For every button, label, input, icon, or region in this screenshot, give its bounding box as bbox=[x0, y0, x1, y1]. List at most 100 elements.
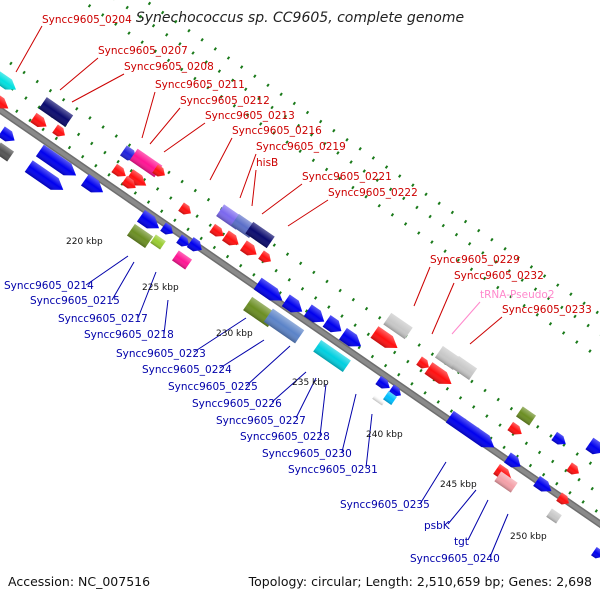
gene-label[interactable]: Syncc9605_0229 bbox=[430, 254, 520, 266]
kbp-tick-label: 220 kbp bbox=[66, 237, 103, 247]
gene-label[interactable]: Syncc9605_0217 bbox=[58, 313, 148, 325]
topology-text: Topology: circular; Length: 2,510,659 bp… bbox=[248, 574, 592, 589]
kbp-tick-label: 240 kbp bbox=[366, 430, 403, 440]
gene-label[interactable]: Syncc9605_0211 bbox=[155, 79, 245, 91]
callout-leader bbox=[261, 183, 303, 215]
callout-leader bbox=[419, 461, 447, 505]
gene-label[interactable]: Syncc9605_0230 bbox=[262, 448, 352, 460]
gene-label[interactable]: Syncc9605_0208 bbox=[124, 61, 214, 73]
callout-leader bbox=[341, 393, 357, 453]
gene-label[interactable]: Syncc9605_0215 bbox=[30, 295, 120, 307]
gene-label[interactable]: Syncc9605_0235 bbox=[340, 499, 430, 511]
gene-shading bbox=[263, 308, 305, 344]
gene-label[interactable]: hisB bbox=[256, 157, 278, 169]
gene-label[interactable]: Syncc9605_0226 bbox=[192, 398, 282, 410]
gene-shading bbox=[52, 124, 65, 137]
callout-leader bbox=[85, 255, 129, 286]
gene-shading bbox=[424, 362, 452, 384]
callout-leader bbox=[149, 107, 181, 145]
gene-shading bbox=[152, 164, 165, 177]
gene-shading bbox=[494, 471, 518, 493]
gene-label[interactable]: Syncc9605_0223 bbox=[116, 348, 206, 360]
callout-leader bbox=[71, 73, 125, 103]
dotted-guide bbox=[0, 0, 600, 458]
dotted-guide bbox=[0, 0, 600, 551]
gene-label[interactable]: Syncc9605_0224 bbox=[142, 364, 232, 376]
gene-shading bbox=[176, 234, 189, 247]
gene-shading bbox=[35, 144, 77, 176]
kbp-tick-label: 230 kbp bbox=[216, 329, 253, 339]
callout-leader bbox=[245, 345, 291, 387]
gene-shading bbox=[245, 221, 275, 249]
gene-label[interactable]: Syncc9605_0214 bbox=[4, 280, 94, 292]
gene-shading bbox=[551, 431, 566, 445]
gene-shading bbox=[253, 277, 283, 301]
gene-shading bbox=[383, 391, 397, 405]
callout-leader bbox=[287, 199, 329, 227]
gene-shading bbox=[313, 340, 351, 372]
gene-shading bbox=[209, 223, 224, 237]
callout-leader bbox=[219, 339, 265, 369]
callout-leader bbox=[431, 282, 455, 335]
gene-label[interactable]: Syncc9605_0233 bbox=[502, 304, 592, 316]
gene-shading bbox=[240, 240, 257, 256]
callout-leader bbox=[111, 261, 135, 301]
kbp-tick-label: 245 kbp bbox=[440, 480, 477, 490]
callout-leader bbox=[15, 25, 43, 73]
callout-leader bbox=[163, 299, 169, 335]
gene-label[interactable]: Syncc9605_0231 bbox=[288, 464, 378, 476]
dotted-guide bbox=[0, 0, 600, 567]
gene-label[interactable]: tRNA-Pseudo2 bbox=[480, 289, 555, 301]
callout-leader bbox=[209, 137, 233, 181]
gene-shading bbox=[0, 126, 15, 142]
gene-label[interactable]: Syncc9605_0207 bbox=[98, 45, 188, 57]
callout-leader bbox=[451, 301, 481, 335]
gene-label[interactable]: Syncc9605_0228 bbox=[240, 431, 330, 443]
gene-shading bbox=[556, 492, 569, 505]
gene-shading bbox=[172, 250, 192, 270]
accession-text: Accession: NC_007516 bbox=[8, 574, 150, 589]
gene-shading bbox=[516, 406, 536, 426]
gene-label[interactable]: Syncc9605_0219 bbox=[256, 141, 346, 153]
gene-shading bbox=[24, 160, 64, 190]
callout-leader bbox=[365, 413, 373, 469]
gene-label[interactable]: Syncc9605_0232 bbox=[454, 270, 544, 282]
callouts: Syncc9605_0204Syncc9605_0207Syncc9605_02… bbox=[4, 14, 592, 565]
gene-shading bbox=[445, 410, 495, 448]
gene-shading bbox=[0, 86, 9, 109]
gene-shading bbox=[416, 356, 429, 369]
gene-shading bbox=[186, 237, 202, 252]
gene-label[interactable]: Syncc9605_0240 bbox=[410, 553, 500, 565]
gene-label[interactable]: Syncc9605_0213 bbox=[205, 110, 295, 122]
gene-label[interactable]: psbK bbox=[424, 520, 451, 532]
gene-shading bbox=[222, 230, 239, 246]
gene-shading bbox=[150, 234, 166, 250]
gene-shading bbox=[504, 452, 521, 468]
gene-shading bbox=[30, 112, 47, 127]
gene-label[interactable]: Syncc9605_0216 bbox=[232, 125, 322, 137]
gene-label[interactable]: Syncc9605_0212 bbox=[180, 95, 270, 107]
callout-leader bbox=[137, 271, 157, 319]
gene-label[interactable]: Syncc9605_0227 bbox=[216, 415, 306, 427]
callout-leader bbox=[141, 91, 156, 139]
gene-shading bbox=[585, 437, 600, 455]
gene-label[interactable]: Syncc9605_0218 bbox=[84, 329, 174, 341]
gene-label[interactable]: Syncc9605_0222 bbox=[328, 187, 418, 199]
callout-leader bbox=[193, 317, 247, 353]
gene-shading bbox=[546, 508, 562, 524]
gene-shading bbox=[121, 175, 136, 189]
gene-shading bbox=[591, 547, 600, 559]
gene-label[interactable]: tgt bbox=[454, 536, 469, 548]
callout-leader bbox=[467, 499, 489, 541]
kbp-tick-label: 235 kbp bbox=[292, 378, 329, 388]
gene-label[interactable]: Syncc9605_0225 bbox=[168, 381, 258, 393]
gene-shading bbox=[136, 209, 160, 229]
gene-shading bbox=[0, 65, 16, 90]
dotted-guide bbox=[0, 9, 600, 580]
gene-label[interactable]: Syncc9605_0221 bbox=[302, 171, 392, 183]
gene-shading bbox=[126, 223, 154, 249]
gene-label[interactable]: Syncc9605_0204 bbox=[42, 14, 132, 26]
gene-shading bbox=[370, 326, 398, 348]
gene-shading bbox=[507, 421, 522, 435]
